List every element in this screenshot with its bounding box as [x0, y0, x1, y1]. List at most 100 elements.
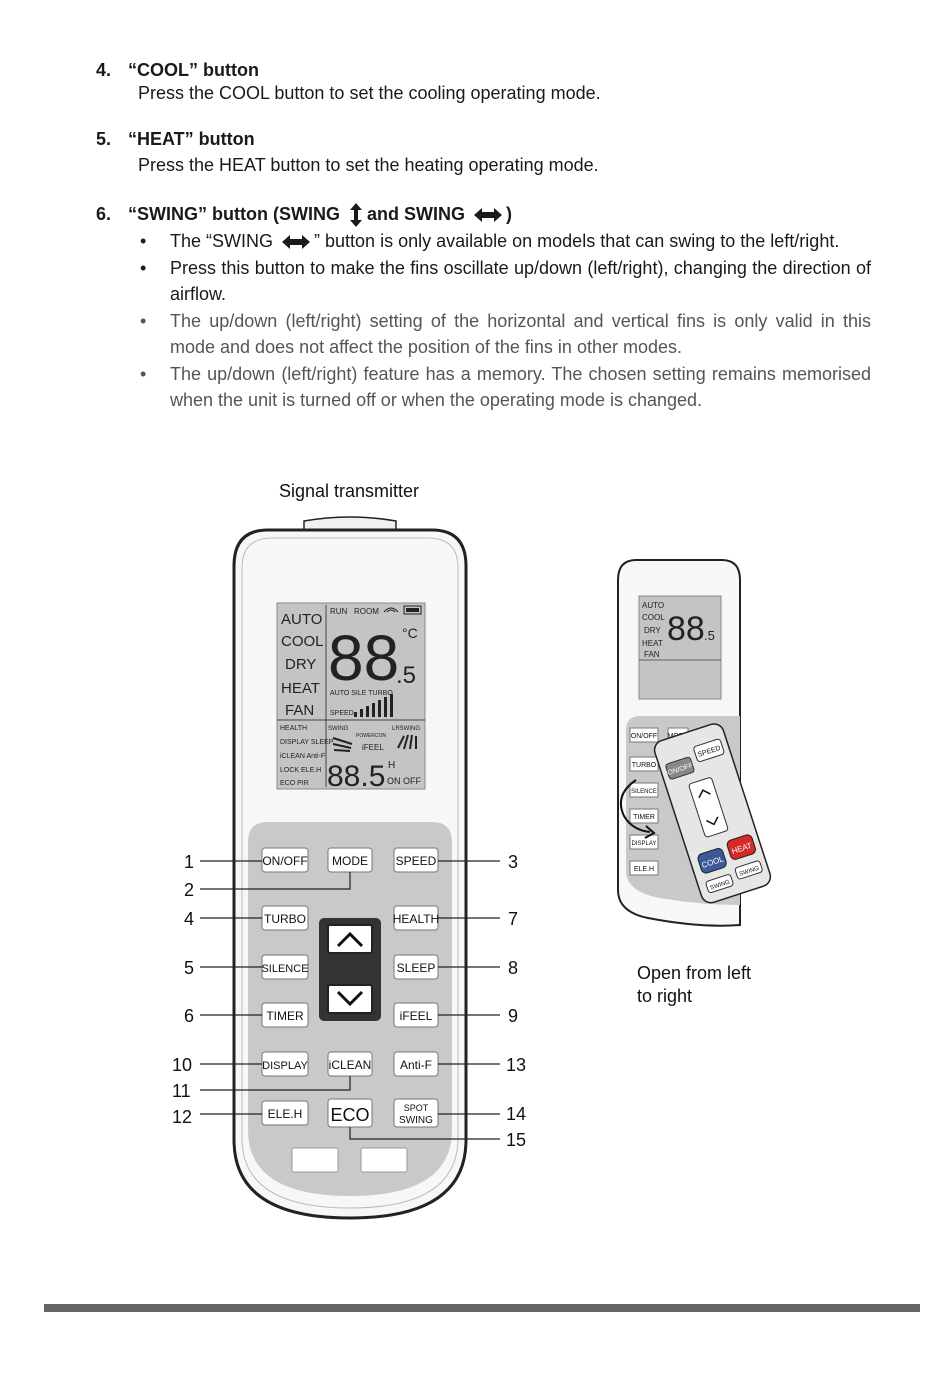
lcd-feature: ECO PIR — [280, 780, 309, 787]
small-turbo-button[interactable]: TURBO — [629, 756, 659, 772]
spot-swing-label-line2: SWING — [399, 1115, 433, 1126]
mode-label: MODE — [332, 854, 368, 868]
lcd-ifeel: iFEEL — [362, 743, 384, 752]
lcd-feature: LOCK ELE.H — [280, 767, 321, 774]
bullet-text: The up/down (left/right) setting of the … — [170, 311, 871, 357]
section-5-description: Press the HEAT button to set the heating… — [138, 155, 599, 175]
lcd-mode-dry: DRY — [285, 656, 316, 673]
mode-button[interactable]: MODE — [327, 847, 373, 873]
small-heat-button[interactable]: HEAT — [726, 834, 757, 861]
lcd-mode-cool: COOL — [281, 633, 324, 650]
iclean-label: iCLEAN — [329, 1058, 372, 1072]
lcd-signal-bars-icon — [354, 694, 393, 717]
bullet-text-before: The “SWING — [170, 231, 274, 251]
small-button-label: SILENCE — [631, 789, 657, 795]
bullet-item: • The up/down (left/right) setting of th… — [140, 308, 871, 360]
callout-number: 5 — [184, 958, 194, 978]
silence-label: SILENCE — [261, 963, 308, 975]
eco-label: ECO — [330, 1105, 369, 1125]
temp-down-button[interactable] — [327, 984, 373, 1014]
small-lcd-mode: FAN — [644, 650, 660, 659]
display-label: DISPLAY — [262, 1060, 308, 1072]
open-arrow — [620, 779, 651, 833]
section-heading: “COOL” button — [128, 60, 259, 80]
small-cover-onoff-button[interactable]: ON/OFF — [665, 756, 695, 780]
main-remote: AUTO COOL DRY HEAT FAN RUN ROOM 88 .5 °C… — [172, 516, 526, 1220]
lcd-small-digits: 88.5 — [327, 760, 385, 793]
blank-button-right[interactable] — [360, 1147, 408, 1173]
callout-number: 3 — [508, 852, 518, 872]
timer-button[interactable]: TIMER — [261, 1002, 309, 1028]
lcd-on-off: ON OFF — [387, 776, 421, 786]
small-ele-h-button[interactable]: ELE.H — [629, 860, 659, 876]
bullet-text-after: ” button is only available on models tha… — [314, 231, 840, 251]
small-button-label: TIMER — [633, 814, 655, 821]
on-off-button[interactable]: ON/OFF — [261, 847, 309, 873]
ele-h-button[interactable]: ELE.H — [261, 1100, 309, 1126]
small-on-off-button[interactable]: ON/OFF — [629, 727, 659, 743]
display-button[interactable]: DISPLAY — [261, 1051, 309, 1077]
bullet-dot: • — [140, 231, 147, 251]
small-button-label: ELE.H — [634, 866, 654, 873]
swing-leftright-icon — [474, 208, 502, 222]
lcd-mode-fan: FAN — [285, 702, 314, 719]
temp-up-button[interactable] — [327, 924, 373, 954]
ifeel-label: iFEEL — [400, 1009, 433, 1023]
lcd-mode-heat: HEAT — [281, 680, 320, 697]
section-number: 4. — [96, 60, 112, 80]
ele-h-label: ELE.H — [268, 1107, 303, 1121]
small-lcd-mode: DRY — [644, 626, 661, 635]
anti-f-label: Anti-F — [400, 1058, 432, 1072]
callout-number: 13 — [506, 1055, 526, 1075]
anti-f-button[interactable]: Anti-F — [393, 1051, 439, 1077]
chevron-up-icon — [698, 789, 711, 799]
ifeel-button[interactable]: iFEEL — [393, 1002, 439, 1028]
callout-number: 9 — [508, 1006, 518, 1026]
sleep-button[interactable]: SLEEP — [393, 954, 439, 980]
lcd-run: RUN — [330, 607, 348, 616]
lcd-swing: SWING — [328, 726, 349, 732]
small-lcd-mode: AUTO — [642, 601, 664, 610]
callout-number: 1 — [184, 852, 194, 872]
small-cool-button[interactable]: COOL — [697, 847, 728, 874]
health-button[interactable]: HEALTH — [393, 905, 439, 931]
blank-button-left[interactable] — [291, 1147, 339, 1173]
silence-button[interactable]: SILENCE — [261, 954, 309, 980]
footer-bar — [44, 1304, 920, 1312]
lcd-feature: iCLEAN Anti-F — [280, 753, 325, 760]
small-button-label: ON/OFF — [631, 733, 657, 740]
callout-number: 12 — [172, 1107, 192, 1127]
section-4-description: Press the COOL button to set the cooling… — [138, 83, 601, 103]
remote-body-inner-edge — [241, 537, 459, 1209]
callout-number: 2 — [184, 880, 194, 900]
lcd-lr-fins-icon — [397, 734, 417, 750]
section-number: 5. — [96, 129, 112, 149]
sleep-label: SLEEP — [397, 961, 436, 975]
small-lcd-mode: HEAT — [642, 639, 663, 648]
small-cover-rocker — [688, 777, 729, 838]
speed-button[interactable]: SPEED — [393, 847, 439, 873]
speed-label: SPEED — [396, 854, 437, 868]
callout-lines — [200, 860, 500, 1140]
small-silence-button[interactable]: SILENCE — [629, 782, 659, 798]
lcd-lrswing: LRSWING — [392, 726, 420, 732]
lcd-screen — [276, 602, 426, 790]
callout-number: 14 — [506, 1104, 526, 1124]
small-cover-speed-button[interactable]: SPEED — [693, 738, 725, 763]
signal-transmitter — [303, 516, 397, 532]
section-4-title: 4. “COOL” button — [96, 60, 259, 81]
spot-swing-button[interactable]: SPOT SWING — [393, 1098, 439, 1128]
swing-title-middle: and SWING — [366, 203, 465, 224]
signal-transmitter-label: Signal transmitter — [279, 481, 420, 501]
lcd-mode-auto: AUTO — [281, 611, 322, 628]
timer-label: TIMER — [266, 1009, 304, 1023]
turbo-button[interactable]: TURBO — [261, 905, 309, 931]
chevron-down-icon — [706, 816, 719, 826]
iclean-button[interactable]: iCLEAN — [327, 1051, 373, 1077]
small-display-button[interactable]: DISPLAY — [629, 834, 659, 850]
lcd-swing-fins-icon — [332, 737, 353, 752]
small-lcd-mode: COOL — [642, 613, 665, 622]
eco-button[interactable]: ECO — [327, 1098, 373, 1128]
callout-number: 7 — [508, 909, 518, 929]
small-timer-button[interactable]: TIMER — [629, 808, 659, 824]
